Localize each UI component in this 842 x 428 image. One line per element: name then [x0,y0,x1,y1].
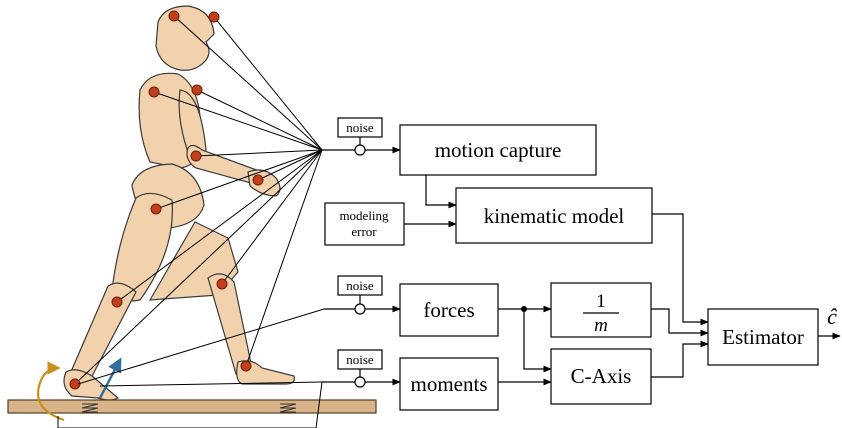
back-shin [207,273,253,375]
motion-markers [69,10,264,390]
svg-text:m: m [594,315,608,336]
svg-text:1: 1 [596,291,606,312]
head [155,5,215,71]
svg-text:forces: forces [423,298,474,322]
human-figure [63,5,295,401]
spring-right [279,403,297,413]
svg-text:motion capture: motion capture [435,138,562,162]
noise-label-mocap: noise [337,117,383,138]
noise-label-forces: noise [337,275,383,296]
front-thigh [111,192,173,302]
svg-text:error: error [351,224,377,239]
foot-to-moments-line [99,381,323,387]
motion-capture-block: motion capture [399,124,597,176]
forces-block: forces [399,283,499,337]
noise-junction-mocap [354,144,366,156]
svg-text:modeling: modeling [339,208,389,223]
foot-to-forces-line [77,308,325,385]
force-plate [7,399,377,414]
hand [247,169,281,197]
force-arrow [98,357,122,399]
svg-text:Estimator: Estimator [722,325,804,349]
moments-block: moments [399,357,499,411]
noise-junction-moments [354,376,366,388]
svg-text:kinematic model: kinematic model [484,204,625,228]
plate-loop-line [57,381,323,428]
output-label: ĉ [827,304,837,329]
moment-arrow [37,361,65,422]
kinematic-model-block: kinematic model [455,187,653,244]
c-axis-block: C-Axis [550,348,652,405]
estimator-block: Estimator [707,308,819,366]
spring-left [81,403,99,413]
svg-text:noise: noise [346,278,374,293]
noise-junction-forces [354,303,366,315]
svg-text:noise: noise [346,352,374,367]
noise-label-moments: noise [337,349,383,370]
inverse-mass-block: 1 m [550,282,652,338]
svg-text:moments: moments [411,372,488,396]
svg-text:C-Axis: C-Axis [571,364,632,388]
front-shin [69,282,137,382]
modeling-error-block: modeling error [324,202,405,246]
svg-text:noise: noise [346,120,374,135]
marker-lines [74,15,323,385]
